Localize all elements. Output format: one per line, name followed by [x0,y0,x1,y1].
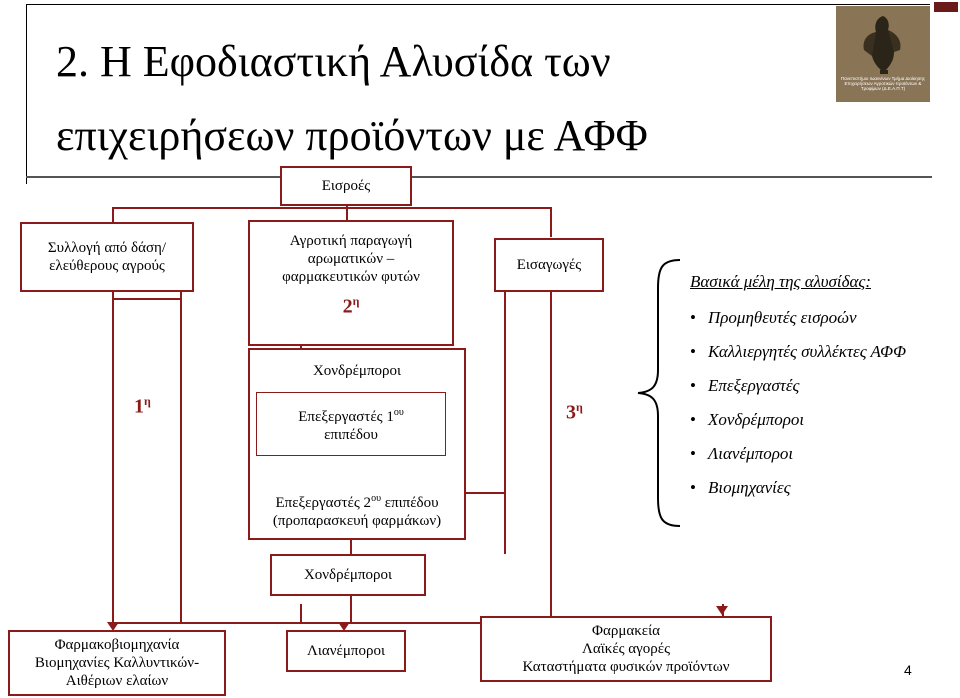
arrow-to-outlets [716,606,728,615]
processor2-line-1: Επεξεργαστές 2ου επιπέδου [275,493,439,511]
arrow-to-pharma [107,622,119,631]
ordinal-second: 2η [342,294,360,318]
processor1-line-1: Επεξεργαστές 1ου [298,407,404,425]
outlets-line-2: Λαϊκές αγορές [581,641,671,657]
logo-caption: Πανεπιστήμιο Ιωαννίνων Τμήμα Διοίκησης Ε… [840,76,926,91]
slide-left-border [26,4,27,184]
outlets-box: Φαρμακεία Λαϊκές αγορές Καταστήματα φυσι… [480,616,772,682]
corner-accent [934,2,958,12]
inputs-box: Εισροές [280,166,412,206]
slide-title-line-1: 2. Η Εφοδιαστική Αλυσίδα των [56,37,611,86]
pharma-line-3: Αιθέριων ελαίων [65,673,169,689]
ordinal-first: 1η [134,394,151,418]
inputs-label: Εισροές [321,178,371,194]
list-item: Προμηθευτές εισροών [690,306,906,340]
imports-box: Εισαγωγές [494,238,604,292]
connector-inner-to-imports [448,492,506,494]
retail-box: Λιανέμποροι [286,630,406,672]
connector-collection-down [112,292,114,622]
members-list: Προμηθευτές εισροών Καλλιεργητές συλλέκτ… [690,306,906,510]
connector-wholesale-down [350,596,352,624]
connector-drop-agri [346,203,348,220]
processor1-line-2: επιπέδου [324,427,378,443]
list-item: Χονδρέμποροι [690,408,906,442]
imports-label: Εισαγωγές [516,257,582,273]
connector-collection-hsplit [112,298,182,300]
agri-production-box: Αγροτική παραγωγή αρωματικών – φαρμακευτ… [248,220,454,346]
members-title: Βασικά μέλη της αλυσίδας: [690,272,871,291]
slide-top-border [26,4,930,5]
ordinal-third: 3η [566,400,583,424]
pharma-line-1: Φαρμακοβιομηχανία [54,637,180,653]
wholesale-bottom-label: Χονδρέμποροι [303,567,393,583]
list-item: Καλλιεργητές συλλέκτες ΑΦΦ [690,340,906,374]
page-number: 4 [904,662,912,678]
university-logo: Πανεπιστήμιο Ιωαννίνων Τμήμα Διοίκησης Ε… [836,6,930,102]
connector-top-spine [112,207,552,209]
processor-level2-box: Επεξεργαστές 2ου επιπέδου (προπαρασκευή … [250,482,464,538]
eagle-icon [863,16,901,74]
connector-collection-branch [180,292,182,622]
processor-level1-box: Επεξεργαστές 1ου επιπέδου [256,392,446,456]
connector-proc2-wholesale [350,540,352,554]
curly-brace [637,259,681,527]
collection-line-1: Συλλογή από δάση/ [47,240,167,256]
connector-bottom-bar [112,622,724,624]
outlets-line-3: Καταστήματα φυσικών προϊόντων [522,659,730,675]
outlets-line-1: Φαρμακεία [592,623,660,639]
agri-line-1: Αγροτική παραγωγή [289,233,413,249]
processor2-line-2: (προπαρασκευή φαρμάκων) [272,513,442,529]
wholesale-inner-label: Χονδρέμποροι [312,363,402,379]
list-item: Λιανέμποροι [690,442,906,476]
connector-drop-imports [550,207,552,237]
pharma-line-2: Βιομηχανίες Καλλυντικών- [34,655,200,671]
agri-line-2: αρωματικών – [307,251,395,267]
connector-drop-collection [112,207,114,230]
connector-imports-branch [504,292,506,554]
connector-imports-down [550,292,552,624]
retail-label: Λιανέμποροι [307,643,385,659]
collection-box: Συλλογή από δάση/ ελεύθερους αγρούς [20,222,194,292]
connector-retail-drop [300,604,302,624]
collection-line-2: ελεύθερους αγρούς [49,258,165,274]
slide-title-line-2: επιχειρήσεων προϊόντων με ΑΦΦ [56,111,648,160]
list-item: Βιομηχανίες [690,476,906,510]
pharma-industry-box: Φαρμακοβιομηχανία Βιομηχανίες Καλλυντικώ… [8,630,226,696]
wholesale-bottom-box: Χονδρέμποροι [270,554,426,596]
list-item: Επεξεργαστές [690,374,906,408]
agri-line-3: φαρμακευτικών φυτών [282,269,420,285]
arrow-to-retail [338,622,350,631]
title-divider [26,176,932,178]
